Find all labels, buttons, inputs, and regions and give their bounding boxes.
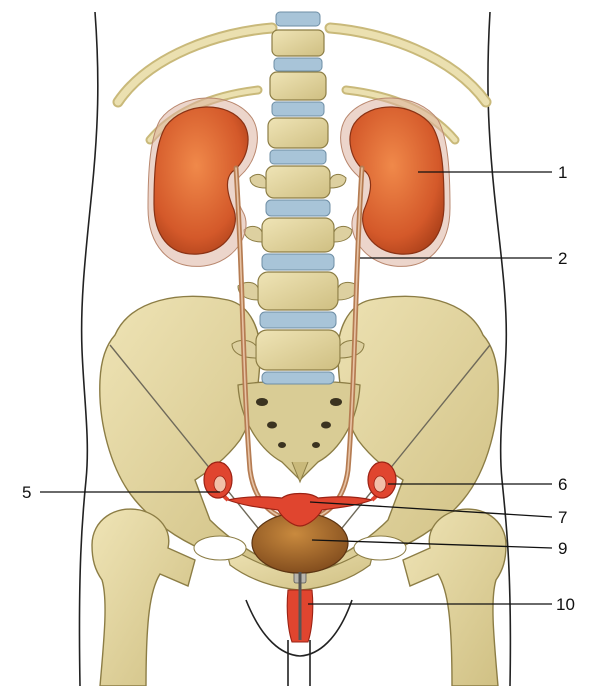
label-bladder: 9 xyxy=(558,539,567,558)
label-urethra: 10 xyxy=(556,595,575,614)
label-kidney: 1 xyxy=(558,163,567,182)
label-ovary-right: 5 xyxy=(22,483,31,502)
label-ovary-left: 6 xyxy=(558,475,567,494)
ovary-left xyxy=(368,462,396,498)
label-uterus: 7 xyxy=(558,508,567,527)
label-ureter: 2 xyxy=(558,249,567,268)
uterus xyxy=(212,478,388,526)
